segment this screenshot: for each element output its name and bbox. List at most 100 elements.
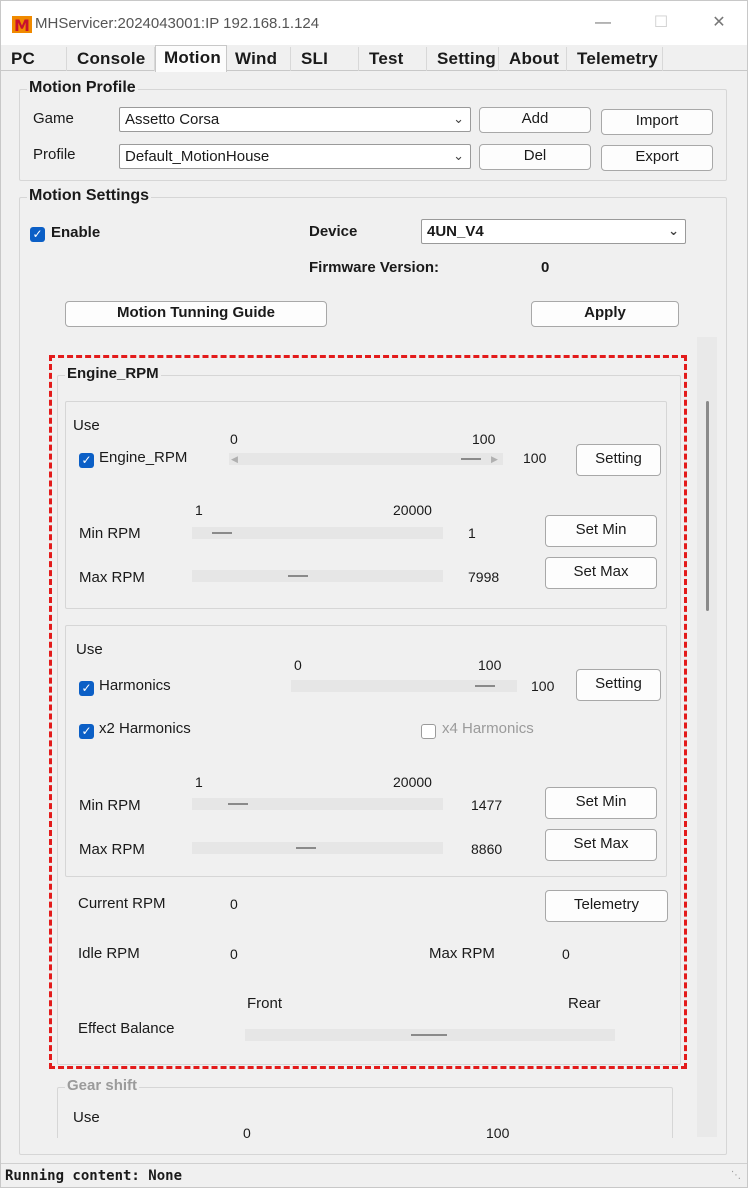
title-bar: M MHServicer:2024043001:IP 192.168.1.124…	[1, 1, 747, 45]
min-rpm-slider[interactable]	[192, 527, 443, 539]
highlight-annotation	[49, 355, 687, 1069]
tab-wind[interactable]: Wind	[227, 47, 291, 71]
slider-min-label: 0	[294, 657, 302, 673]
rear-label: Rear	[568, 995, 601, 1012]
engine-rpm-use-block	[65, 401, 667, 609]
motion-tuning-guide-button[interactable]: Motion Tunning Guide	[65, 301, 327, 327]
scroll-clip	[41, 1138, 701, 1154]
x2-harmonics-checkbox[interactable]: ✓	[79, 724, 94, 739]
add-button[interactable]: Add	[479, 107, 591, 133]
enable-checkbox[interactable]: ✓	[30, 227, 45, 242]
current-rpm-value: 0	[230, 896, 238, 912]
tab-console[interactable]: Console	[69, 47, 155, 71]
device-select[interactable]: 4UN_V4 ⌄	[421, 219, 686, 244]
max-rpm-readout-value: 0	[562, 946, 570, 962]
min-rpm-value: 1477	[471, 797, 503, 813]
scrollbar-thumb[interactable]	[706, 401, 709, 611]
current-rpm-label: Current RPM	[78, 895, 166, 912]
effect-balance-label: Effect Balance	[78, 1020, 175, 1037]
harmonics-checkbox[interactable]: ✓	[79, 681, 94, 696]
engine-rpm-checkbox[interactable]: ✓	[79, 453, 94, 468]
maximize-button[interactable]: ☐	[653, 14, 669, 31]
firmware-label: Firmware Version:	[309, 259, 440, 276]
harmonics-use-block	[65, 625, 667, 877]
vertical-scrollbar[interactable]	[697, 337, 717, 1137]
max-rpm-readout-label: Max RPM	[429, 945, 495, 962]
max-rpm-label: Max RPM	[79, 569, 145, 586]
max-rpm-value: 7998	[468, 569, 500, 585]
profile-label: Profile	[33, 146, 76, 163]
min-rpm-label: Min RPM	[79, 525, 141, 542]
firmware-value: 0	[541, 259, 550, 276]
slider-thumb[interactable]	[296, 847, 316, 849]
use-label: Use	[73, 1109, 100, 1126]
x2-harmonics-label: x2 Harmonics	[99, 720, 191, 737]
tab-telemetry[interactable]: Telemetry	[569, 47, 663, 71]
minimize-button[interactable]: —	[595, 14, 611, 31]
telemetry-button[interactable]: Telemetry	[545, 890, 668, 922]
tab-test[interactable]: Test	[361, 47, 427, 71]
resize-grip-icon[interactable]: ⋱	[731, 1170, 741, 1181]
set-max-button[interactable]: Set Max	[545, 829, 657, 861]
engine-rpm-intensity-slider[interactable]: ◀ ▶	[229, 453, 503, 465]
tab-strip: PC Console Motion Wind SLI Test Setting …	[1, 45, 747, 72]
slider-max-label: 100	[478, 657, 502, 673]
x4-harmonics-checkbox[interactable]	[421, 724, 436, 739]
gear-shift-title: Gear shift	[65, 1077, 140, 1094]
tab-motion[interactable]: Motion	[155, 45, 227, 72]
set-min-button[interactable]: Set Min	[545, 515, 657, 547]
set-min-button[interactable]: Set Min	[545, 787, 657, 819]
slider-right-arrow-icon: ▶	[491, 454, 498, 464]
slider-thumb[interactable]	[411, 1034, 447, 1036]
tab-pc[interactable]: PC	[3, 47, 67, 71]
tab-about[interactable]: About	[501, 47, 567, 71]
slider-min-label: 0	[230, 431, 238, 447]
motion-profile-group	[19, 89, 727, 181]
enable-label: Enable	[51, 224, 101, 241]
front-label: Front	[247, 995, 283, 1012]
tab-setting[interactable]: Setting	[429, 47, 499, 71]
close-button[interactable]: ✕	[712, 14, 726, 31]
slider-thumb[interactable]	[288, 575, 308, 577]
max-rpm-slider[interactable]	[192, 570, 443, 582]
slider-thumb[interactable]	[475, 685, 495, 687]
export-button[interactable]: Export	[601, 145, 713, 171]
engine-rpm-title: Engine_RPM	[65, 365, 161, 382]
slider-left-arrow-icon: ◀	[231, 454, 238, 464]
harmonics-checkbox-label: Harmonics	[99, 677, 171, 694]
range-max-label: 20000	[393, 774, 432, 790]
slider-min-label: 0	[243, 1125, 251, 1141]
engine-rpm-group	[57, 375, 681, 1065]
device-label: Device	[309, 223, 358, 240]
use-label: Use	[76, 641, 103, 658]
range-max-label: 20000	[393, 502, 432, 518]
slider-thumb[interactable]	[212, 532, 232, 534]
max-rpm-value: 8860	[471, 841, 503, 857]
app-logo-icon: M	[12, 16, 32, 35]
engine-rpm-checkbox-label: Engine_RPM	[99, 449, 188, 466]
chevron-down-icon: ⌄	[668, 223, 679, 238]
motion-settings-title: Motion Settings	[27, 187, 151, 205]
del-button[interactable]: Del	[479, 144, 591, 170]
effect-balance-slider[interactable]	[245, 1029, 615, 1041]
tab-sli[interactable]: SLI	[293, 47, 359, 71]
engine-rpm-setting-button[interactable]: Setting	[576, 444, 661, 476]
range-min-label: 1	[195, 774, 203, 790]
slider-thumb[interactable]	[461, 458, 481, 460]
harmonics-setting-button[interactable]: Setting	[576, 669, 661, 701]
profile-select[interactable]: Default_MotionHouse ⌄	[119, 144, 471, 169]
device-select-value: 4UN_V4	[427, 223, 484, 240]
idle-rpm-value: 0	[230, 946, 238, 962]
harmonics-min-rpm-slider[interactable]	[192, 798, 443, 810]
profile-select-value: Default_MotionHouse	[125, 148, 270, 165]
min-rpm-value: 1	[468, 525, 476, 541]
slider-thumb[interactable]	[228, 803, 248, 805]
harmonics-max-rpm-slider[interactable]	[192, 842, 443, 854]
harmonics-intensity-slider[interactable]	[291, 680, 517, 692]
game-select[interactable]: Assetto Corsa ⌄	[119, 107, 471, 132]
apply-button[interactable]: Apply	[531, 301, 679, 327]
set-max-button[interactable]: Set Max	[545, 557, 657, 589]
min-rpm-label: Min RPM	[79, 797, 141, 814]
slider-value: 100	[523, 450, 547, 466]
import-button[interactable]: Import	[601, 109, 713, 135]
